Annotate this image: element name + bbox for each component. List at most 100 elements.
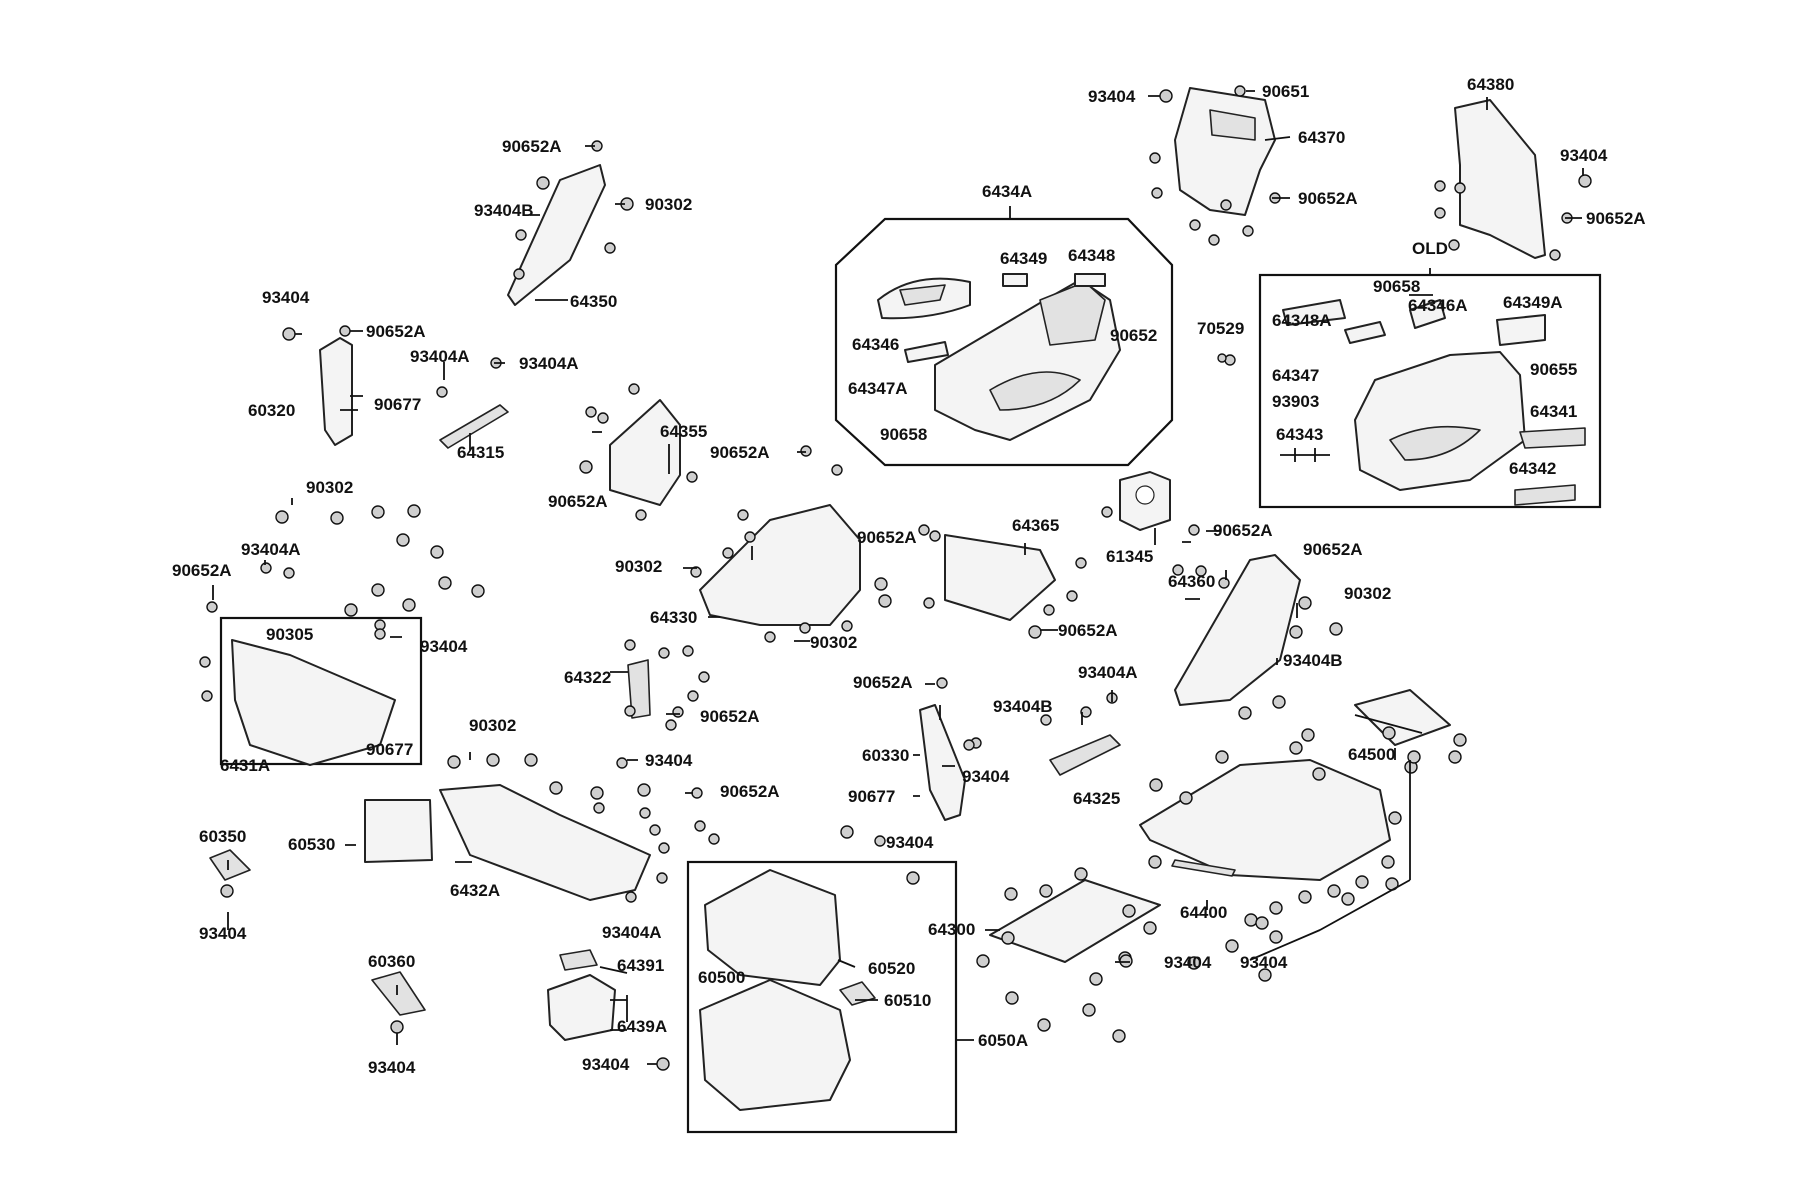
label-64343: 64343: [1276, 425, 1323, 444]
fastener-screws: [199, 85, 1592, 1071]
label-64350: 64350: [570, 292, 617, 311]
label-93404B-a: 93404B: [474, 201, 534, 220]
label-93404-l: 93404: [1240, 953, 1288, 972]
label-93404-g: 93404: [886, 833, 934, 852]
panel-64370-part: [1174, 87, 1276, 216]
group-frame-6050A: [686, 860, 958, 1134]
box-60500-part: [699, 979, 851, 1111]
label-64400: 64400: [1180, 903, 1227, 922]
label-60350: 60350: [199, 827, 246, 846]
panel-64350-part: [507, 164, 606, 306]
label-93404A-d: 93404A: [1078, 663, 1138, 682]
label-64360: 64360: [1168, 572, 1215, 591]
label-64346: 64346: [852, 335, 899, 354]
label-93404-f: 93404: [645, 751, 693, 770]
group-frame-6431A: [219, 616, 423, 766]
label-64365: 64365: [1012, 516, 1059, 535]
bracket-64325-part: [1049, 734, 1121, 776]
label-90652A-d: 90652A: [366, 322, 426, 341]
panel-64370-detail: [1209, 109, 1256, 141]
label-90652A-a: 90652A: [1298, 189, 1358, 208]
label-64325: 64325: [1073, 789, 1120, 808]
label-90652A-n: 90652A: [720, 782, 780, 801]
label-64330: 64330: [650, 608, 697, 627]
label-90677-b: 90677: [366, 740, 413, 759]
skidplate-64400-rib: [1171, 859, 1236, 877]
label-64355: 64355: [660, 422, 707, 441]
label-93404B-b: 93404B: [1283, 651, 1343, 670]
label-6431A: 6431A: [220, 756, 270, 775]
floor-6432A-part: [439, 784, 651, 901]
gasket-60510-part: [839, 981, 876, 1006]
label-90658-b: 90658: [1373, 277, 1420, 296]
label-90652A-l: 90652A: [700, 707, 760, 726]
label-93404-e: 93404: [962, 767, 1010, 786]
label-64347A: 64347A: [848, 379, 908, 398]
label-6439A: 6439A: [617, 1017, 667, 1036]
label-90652A-j: 90652A: [1213, 521, 1273, 540]
label-90652A-g: 90652A: [172, 561, 232, 580]
label-6434A: 6434A: [982, 182, 1032, 201]
label-64349A: 64349A: [1503, 293, 1563, 312]
skidplate-64300-part: [989, 879, 1161, 963]
console-old-part: [1280, 299, 1586, 506]
label-90302-e: 90302: [1344, 584, 1391, 603]
label-93404-j: 93404: [368, 1058, 416, 1077]
label-90305: 90305: [266, 625, 313, 644]
label-90652A-c: 90652A: [502, 137, 562, 156]
label-90655: 90655: [1530, 360, 1577, 379]
block-61345-hole: [1135, 485, 1155, 505]
label-93404-i: 93404: [582, 1055, 630, 1074]
label-93404-c: 93404: [262, 288, 310, 307]
label-64349: 64349: [1000, 249, 1047, 268]
label-90652A-k: 90652A: [1303, 540, 1363, 559]
label-64346A: 64346A: [1408, 296, 1468, 315]
label-93404B-c: 93404B: [993, 697, 1053, 716]
pad-64391-part: [559, 949, 598, 971]
label-90302-d: 90302: [810, 633, 857, 652]
label-90651: 90651: [1262, 82, 1309, 101]
label-64391: 64391: [617, 956, 664, 975]
label-64380: 64380: [1467, 75, 1514, 94]
panel-64355-part: [609, 399, 681, 506]
label-64300: 64300: [928, 920, 975, 939]
panel-64360-part: [1174, 554, 1301, 706]
panel-64380-part: [1454, 99, 1546, 259]
label-93404A-c: 93404A: [241, 540, 301, 559]
shield-60530-part: [364, 799, 433, 863]
label-old: OLD: [1412, 239, 1448, 258]
label-6432A: 6432A: [450, 881, 500, 900]
skidplate-64400-part: [1139, 759, 1391, 881]
panel-64365-part: [944, 534, 1056, 621]
label-90652A-e: 90652A: [710, 443, 770, 462]
label-90652: 90652: [1110, 326, 1157, 345]
label-70529: 70529: [1197, 319, 1244, 338]
bracket-60360-part: [371, 971, 426, 1016]
label-64370: 64370: [1298, 128, 1345, 147]
label-93404-h: 93404: [199, 924, 247, 943]
label-64315: 64315: [457, 443, 504, 462]
leader-lines: [212, 90, 1584, 1065]
plate-64500-part: [1354, 689, 1451, 746]
label-90302-b: 90302: [306, 478, 353, 497]
label-60520: 60520: [868, 959, 915, 978]
label-93903: 93903: [1272, 392, 1319, 411]
label-6050A: 6050A: [978, 1031, 1028, 1050]
label-60360: 60360: [368, 952, 415, 971]
group-frame-6434A: [834, 217, 1174, 467]
bracket-64322-part: [627, 659, 651, 719]
label-93404A-b: 93404A: [519, 354, 579, 373]
label-90302-a: 90302: [645, 195, 692, 214]
label-93404-k: 93404: [1164, 953, 1212, 972]
label-90677-a: 90677: [374, 395, 421, 414]
label-64322: 64322: [564, 668, 611, 687]
bracket-64315-part: [439, 404, 509, 449]
label-64348A: 64348A: [1272, 311, 1332, 330]
label-90652A-m: 90652A: [853, 673, 913, 692]
floor-64330-part: [699, 504, 861, 626]
label-90652A-h: 90652A: [857, 528, 917, 547]
label-60320: 60320: [248, 401, 295, 420]
label-93404-b: 93404: [1560, 146, 1608, 165]
label-64500: 64500: [1348, 745, 1395, 764]
